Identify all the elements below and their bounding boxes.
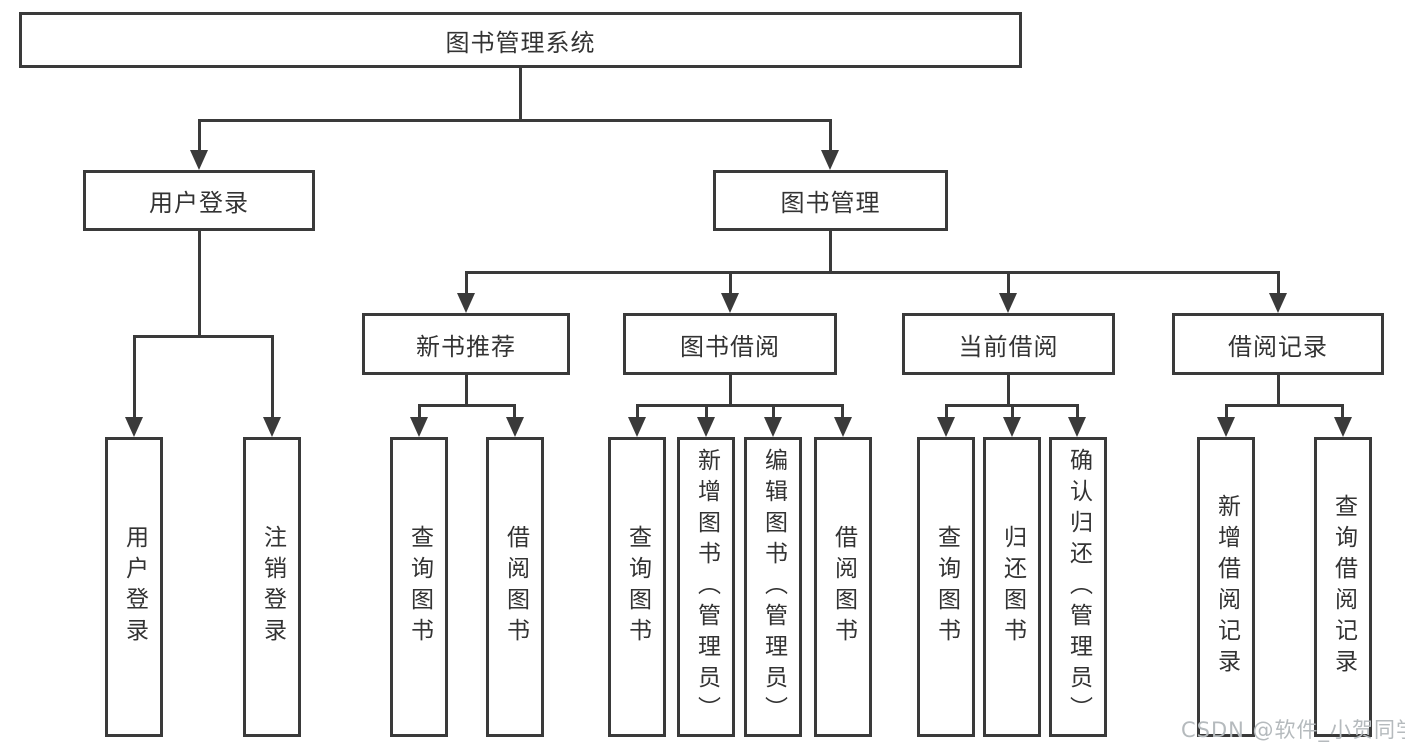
leaf-query-book-current: 查询图书 [917,437,975,737]
arrow-down-icon [937,417,955,437]
connector-line [418,404,421,420]
connector-line [945,404,948,420]
connector-line [1277,374,1280,406]
connector-line [519,67,522,121]
connector-line [133,335,274,338]
arrow-down-icon [1003,417,1021,437]
arrow-down-icon [999,293,1017,313]
node-book-borrow: 图书借阅 [623,313,837,375]
leaf-query-book-recommend: 查询图书 [390,437,448,737]
leaf-confirm-return-admin: 确认归还（管理员） [1049,437,1107,737]
leaf-label: 归还图书 [999,525,1026,649]
leaf-user-login: 用户登录 [105,437,163,737]
arrow-down-icon [190,150,208,170]
arrow-down-icon [721,293,739,313]
node-borrow-records: 借阅记录 [1172,313,1384,375]
connector-line [1341,404,1344,420]
connector-line [729,374,732,406]
arrow-down-icon [1217,417,1235,437]
arrow-down-icon [764,417,782,437]
arrow-down-icon [410,417,428,437]
connector-line [133,335,136,419]
leaf-label: 借阅图书 [830,525,857,649]
arrow-down-icon [506,417,524,437]
node-new-book-rec: 新书推荐 [362,313,570,375]
arrow-down-icon [1269,293,1287,313]
leaf-add-book-admin: 新增图书（管理员） [677,437,735,737]
connector-line [418,404,516,407]
leaf-query-book-borrow: 查询图书 [608,437,666,737]
connector-line [729,271,732,295]
connector-line [636,404,639,420]
leaf-label: 借阅图书 [502,525,529,649]
connector-line [636,404,844,407]
leaf-label: 编辑图书（管理员） [760,447,787,727]
connector-line [1007,374,1010,406]
node-book-mgmt: 图书管理 [713,170,948,231]
arrow-down-icon [457,293,475,313]
connector-line [829,119,832,153]
leaf-label: 查询图书 [406,525,433,649]
connector-line [198,119,201,153]
connector-line [841,404,844,420]
node-user-login: 用户登录 [83,170,315,231]
connector-line [1277,271,1280,295]
leaf-edit-book-admin: 编辑图书（管理员） [744,437,802,737]
connector-line [1007,271,1010,295]
arrow-down-icon [821,150,839,170]
leaf-label: 新增图书（管理员） [693,447,720,727]
arrow-down-icon [834,417,852,437]
arrow-down-icon [1068,417,1086,437]
arrow-down-icon [263,417,281,437]
arrow-down-icon [697,417,715,437]
arrow-down-icon [628,417,646,437]
leaf-logout: 注销登录 [243,437,301,737]
leaf-label: 确认归还（管理员） [1065,447,1092,727]
connector-line [198,119,832,122]
connector-line [198,230,201,336]
watermark: CSDN @软件_小贺同学 [1181,718,1405,742]
connector-line [1225,404,1344,407]
leaf-label: 查询图书 [624,525,651,649]
leaf-borrow-book: 借阅图书 [814,437,872,737]
node-root: 图书管理系统 [19,12,1022,68]
connector-line [829,230,832,273]
connector-line [513,404,516,420]
connector-line [271,335,274,419]
connector-line [1011,404,1014,420]
arrow-down-icon [1334,417,1352,437]
connector-line [1076,404,1079,420]
leaf-borrow-book-recommend: 借阅图书 [486,437,544,737]
connector-line [772,404,775,420]
leaf-add-borrow-record: 新增借阅记录 [1197,437,1255,737]
connector-line [1225,404,1228,420]
arrow-down-icon [125,417,143,437]
connector-line [465,271,1280,274]
leaf-label: 新增借阅记录 [1213,494,1240,680]
connector-line [465,374,468,406]
leaf-return-book: 归还图书 [983,437,1041,737]
connector-line [705,404,708,420]
connector-line [465,271,468,295]
leaf-label: 查询借阅记录 [1330,494,1357,680]
leaf-label: 注销登录 [259,525,286,649]
leaf-query-borrow-record: 查询借阅记录 [1314,437,1372,737]
node-current-borrow: 当前借阅 [902,313,1115,375]
leaf-label: 用户登录 [121,525,148,649]
leaf-label: 查询图书 [933,525,960,649]
